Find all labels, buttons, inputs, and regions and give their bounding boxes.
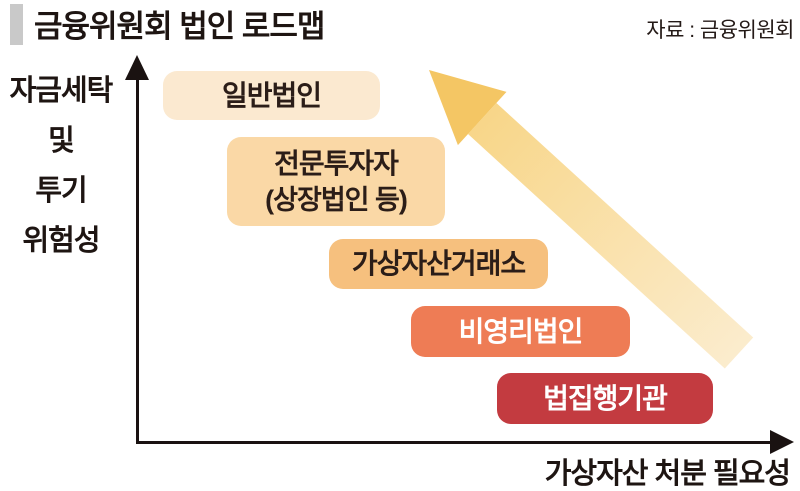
box-nonprofit-corporation: 비영리법인 bbox=[411, 306, 630, 357]
box-label: 가상자산거래소 bbox=[351, 248, 526, 279]
y-axis-label-line: 자금세탁 bbox=[9, 75, 114, 107]
y-axis-label-line: 및 bbox=[48, 125, 75, 157]
trend-arrow-head bbox=[429, 70, 507, 146]
y-axis-label-line: 위험성 bbox=[22, 225, 100, 257]
box-virtual-asset-exchange: 가상자산거래소 bbox=[329, 239, 548, 289]
box-law-enforcement-agency: 법집행기관 bbox=[497, 373, 713, 424]
box-label: 비영리법인 bbox=[458, 315, 584, 347]
y-axis-arrowhead-icon bbox=[125, 55, 149, 80]
box-label: 전문투자자 bbox=[274, 147, 399, 179]
box-general-corporation: 일반법인 bbox=[163, 71, 380, 120]
x-axis-label: 가상자산 처분 필요성 bbox=[544, 458, 791, 490]
x-axis-arrowhead-icon bbox=[770, 430, 794, 454]
title-accent-bar bbox=[10, 4, 23, 45]
box-label: 법집행기관 bbox=[543, 382, 668, 414]
box-label: 일반법인 bbox=[221, 79, 322, 111]
y-axis-label: 자금세탁 및 투기 위험성 bbox=[0, 66, 122, 266]
source-credit: 자료 : 금융위원회 bbox=[646, 19, 794, 42]
y-axis-label-line: 투기 bbox=[35, 175, 87, 207]
box-professional-investor: 전문투자자 (상장법인 등) bbox=[227, 137, 445, 226]
box-sublabel: (상장법인 등) bbox=[265, 184, 408, 215]
trend-arrow-shaft bbox=[468, 103, 754, 369]
page-title: 금융위원회 법인 로드맵 bbox=[34, 9, 325, 44]
